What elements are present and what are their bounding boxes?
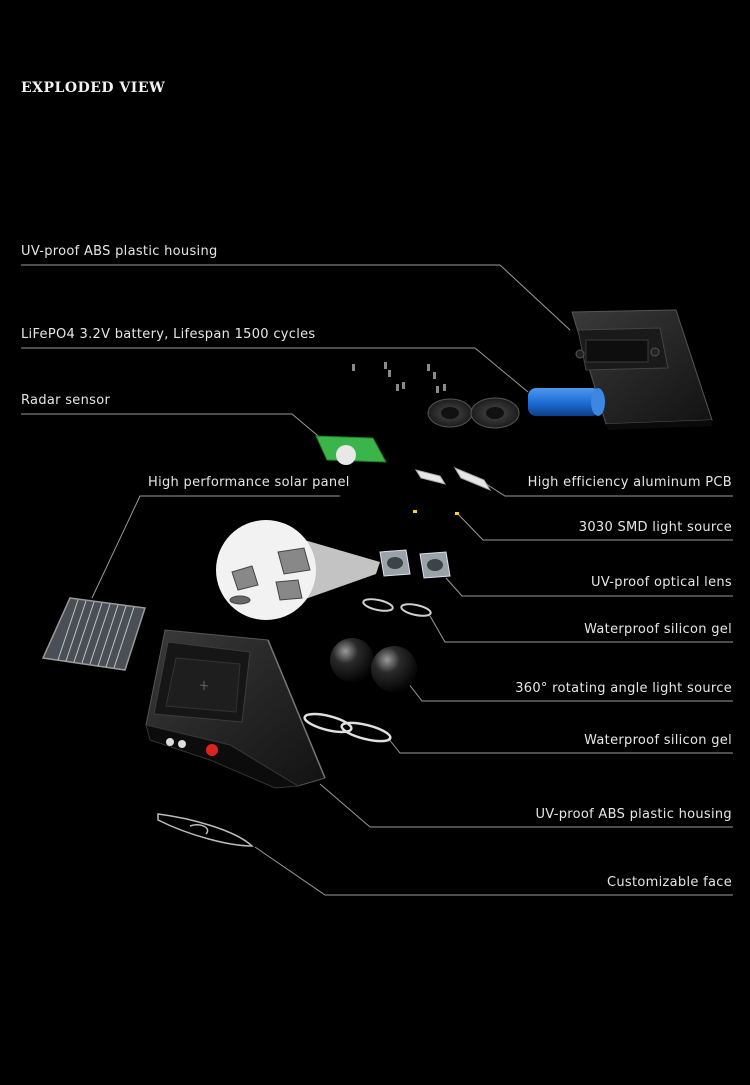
aluminum-pcb [414, 466, 492, 492]
optical-lenses [379, 549, 451, 579]
label-optical-lens: UV-proof optical lens [591, 575, 732, 590]
leader-lines [21, 264, 733, 896]
leader-battery [21, 347, 529, 393]
label-radar-sensor: Radar sensor [21, 393, 111, 408]
label-silicon-gel-2: Waterproof silicon gel [584, 733, 732, 748]
leader-smd [457, 513, 733, 541]
label-housing-top: UV-proof ABS plastic housing [21, 244, 218, 259]
label-silicon-gel-1: Waterproof silicon gel [584, 622, 732, 637]
top-housing [571, 309, 713, 430]
battery [528, 388, 605, 416]
page-title: EXPLODED VIEW [21, 80, 166, 96]
leader-lens [445, 577, 733, 597]
solar-panel [41, 597, 146, 671]
light-mounts [427, 397, 520, 429]
radar-sensor [315, 435, 387, 465]
lens-zoom-callout [216, 520, 380, 620]
label-custom-face: Customizable face [607, 875, 732, 890]
label-housing-bottom: UV-proof ABS plastic housing [535, 807, 732, 822]
leader-housing-top [21, 264, 571, 331]
label-battery: LiFePO4 3.2V battery, Lifespan 1500 cycl… [21, 327, 316, 342]
leader-rotating [407, 682, 733, 702]
silicon-gel-rings-2 [303, 712, 392, 743]
label-rotating-light: 360° rotating angle light source [515, 681, 732, 696]
leader-face [254, 846, 733, 896]
rotating-light-balls [330, 638, 417, 692]
label-solar-panel: High performance solar panel [148, 475, 350, 490]
silicon-gel-rings-1 [362, 598, 432, 617]
customizable-face [157, 813, 254, 847]
leader-gel-1 [429, 615, 733, 643]
leader-housing-bottom [319, 783, 733, 828]
label-aluminum-pcb: High efficiency aluminum PCB [527, 475, 732, 490]
smd-leds [413, 510, 459, 515]
leader-solar [91, 495, 340, 599]
label-smd-light: 3030 SMD light source [578, 520, 732, 535]
leader-radar [21, 413, 331, 447]
screws [352, 362, 446, 393]
leader-pcb [479, 479, 733, 497]
bottom-housing [145, 629, 326, 789]
leader-gel-2 [387, 737, 733, 754]
